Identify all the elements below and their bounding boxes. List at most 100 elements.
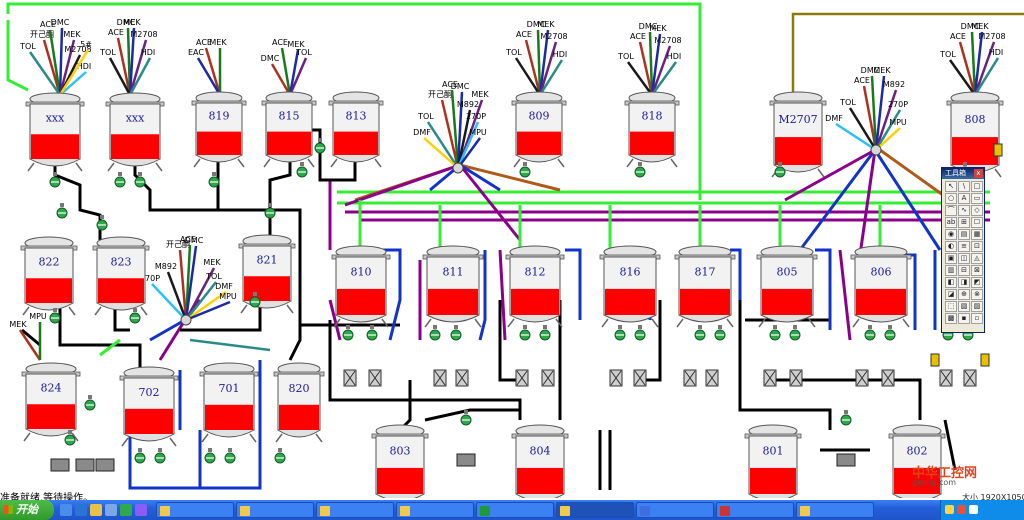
app-launcher-icon[interactable]: [135, 504, 147, 516]
valve-icon[interactable]: [864, 325, 876, 341]
taskbar-window-button[interactable]: [396, 502, 474, 518]
valve-icon[interactable]: [342, 325, 354, 341]
valve-icon[interactable]: [519, 162, 531, 178]
valve-icon[interactable]: [634, 162, 646, 178]
pump-icon[interactable]: [683, 369, 697, 387]
tank[interactable]: 822: [20, 236, 78, 316]
valve-icon[interactable]: [314, 138, 326, 154]
tank[interactable]: 824: [21, 362, 81, 442]
valve-icon[interactable]: [224, 448, 236, 464]
valve-icon[interactable]: [134, 448, 146, 464]
valve-icon[interactable]: [49, 172, 61, 188]
tray-network-icon[interactable]: [945, 505, 954, 514]
taskbar-window-button[interactable]: [236, 502, 314, 518]
tank[interactable]: 817: [674, 245, 736, 328]
valve-icon[interactable]: [114, 172, 126, 188]
tank[interactable]: 801: [744, 424, 802, 498]
tank[interactable]: 804: [511, 424, 569, 498]
tank[interactable]: 815: [261, 91, 317, 168]
valve-icon[interactable]: [154, 448, 166, 464]
tool-button[interactable]: ◉: [945, 229, 957, 240]
valve-icon[interactable]: [208, 172, 220, 188]
tool-button[interactable]: \: [958, 181, 970, 192]
start-button[interactable]: 开始: [0, 500, 54, 520]
tank[interactable]: 816: [599, 245, 661, 328]
tool-button[interactable]: ∿: [958, 205, 970, 216]
tool-button[interactable]: ◐: [945, 241, 957, 252]
pump-icon[interactable]: [705, 369, 719, 387]
pump-icon[interactable]: [541, 369, 555, 387]
tool-button[interactable]: ⊠: [971, 265, 983, 276]
tool-button[interactable]: ⊡: [971, 241, 983, 252]
tools-palette-title[interactable]: 工具箱 x: [942, 168, 984, 179]
tool-button[interactable]: ↖: [945, 181, 957, 192]
pump-icon[interactable]: [455, 369, 469, 387]
taskbar-window-button[interactable]: [716, 502, 794, 518]
tool-button[interactable]: ⊞: [958, 217, 970, 228]
tool-button[interactable]: ▧: [958, 301, 970, 312]
tool-button[interactable]: ▦: [971, 229, 983, 240]
tank[interactable]: 812: [505, 245, 565, 328]
valve-icon[interactable]: [49, 308, 61, 324]
pump-icon[interactable]: [789, 369, 803, 387]
valve-icon[interactable]: [789, 325, 801, 341]
pump-icon[interactable]: [515, 369, 529, 387]
tool-button[interactable]: ▥: [945, 265, 957, 276]
tool-button[interactable]: ▭: [971, 193, 983, 204]
valve-icon[interactable]: [264, 203, 276, 219]
tank[interactable]: 802: [888, 424, 946, 498]
tray-volume-icon[interactable]: [969, 505, 978, 514]
valve-icon[interactable]: [694, 325, 706, 341]
taskbar-window-button[interactable]: [156, 502, 234, 518]
pump-icon[interactable]: [881, 369, 895, 387]
tank[interactable]: 803: [371, 424, 429, 498]
tool-button[interactable]: ⌒: [945, 205, 957, 216]
pump-icon[interactable]: [939, 369, 953, 387]
valve-icon[interactable]: [634, 325, 646, 341]
valve-icon[interactable]: [134, 172, 146, 188]
tool-button[interactable]: ☐: [971, 217, 983, 228]
valve-icon[interactable]: [366, 325, 378, 341]
tray-security-icon[interactable]: [957, 505, 966, 514]
pump-icon[interactable]: [855, 369, 869, 387]
valve-icon[interactable]: [450, 325, 462, 341]
tank[interactable]: 809: [511, 91, 567, 168]
tool-button[interactable]: ◩: [971, 277, 983, 288]
tank[interactable]: xxx: [105, 92, 165, 172]
tool-button[interactable]: ◇: [971, 205, 983, 216]
valve-icon[interactable]: [274, 448, 286, 464]
tool-button[interactable]: ◨: [958, 277, 970, 288]
taskbar-window-button[interactable]: [556, 502, 634, 518]
valve-icon[interactable]: [614, 325, 626, 341]
tank[interactable]: 818: [624, 91, 680, 168]
valve-icon[interactable]: [129, 308, 141, 324]
pump-icon[interactable]: [368, 369, 382, 387]
valve-icon[interactable]: [769, 325, 781, 341]
valve-icon[interactable]: [204, 448, 216, 464]
valve-icon[interactable]: [249, 292, 261, 308]
pump-icon[interactable]: [763, 369, 777, 387]
tank[interactable]: 813: [328, 91, 384, 168]
tool-button[interactable]: A: [958, 193, 970, 204]
tool-button[interactable]: ab: [945, 217, 957, 228]
pump-icon[interactable]: [433, 369, 447, 387]
valve-icon[interactable]: [539, 325, 551, 341]
tank[interactable]: 811: [422, 245, 484, 328]
valve-icon[interactable]: [460, 410, 472, 426]
tank[interactable]: M2707: [769, 91, 827, 178]
taskbar-window-button[interactable]: [796, 502, 874, 518]
tank[interactable]: 808: [946, 91, 1004, 178]
pump-icon[interactable]: [609, 369, 623, 387]
pump-icon[interactable]: [633, 369, 647, 387]
tank[interactable]: 701: [199, 362, 259, 443]
tank[interactable]: xxx: [25, 92, 85, 172]
tool-button[interactable]: ▫: [971, 313, 983, 324]
tool-button[interactable]: ▤: [958, 229, 970, 240]
taskbar-window-button[interactable]: [636, 502, 714, 518]
pump-icon[interactable]: [343, 369, 357, 387]
tool-button[interactable]: ◬: [971, 253, 983, 264]
tool-button[interactable]: ⬚: [945, 301, 957, 312]
tool-button[interactable]: ▨: [971, 301, 983, 312]
valve-icon[interactable]: [714, 325, 726, 341]
tank[interactable]: 823: [92, 236, 150, 316]
